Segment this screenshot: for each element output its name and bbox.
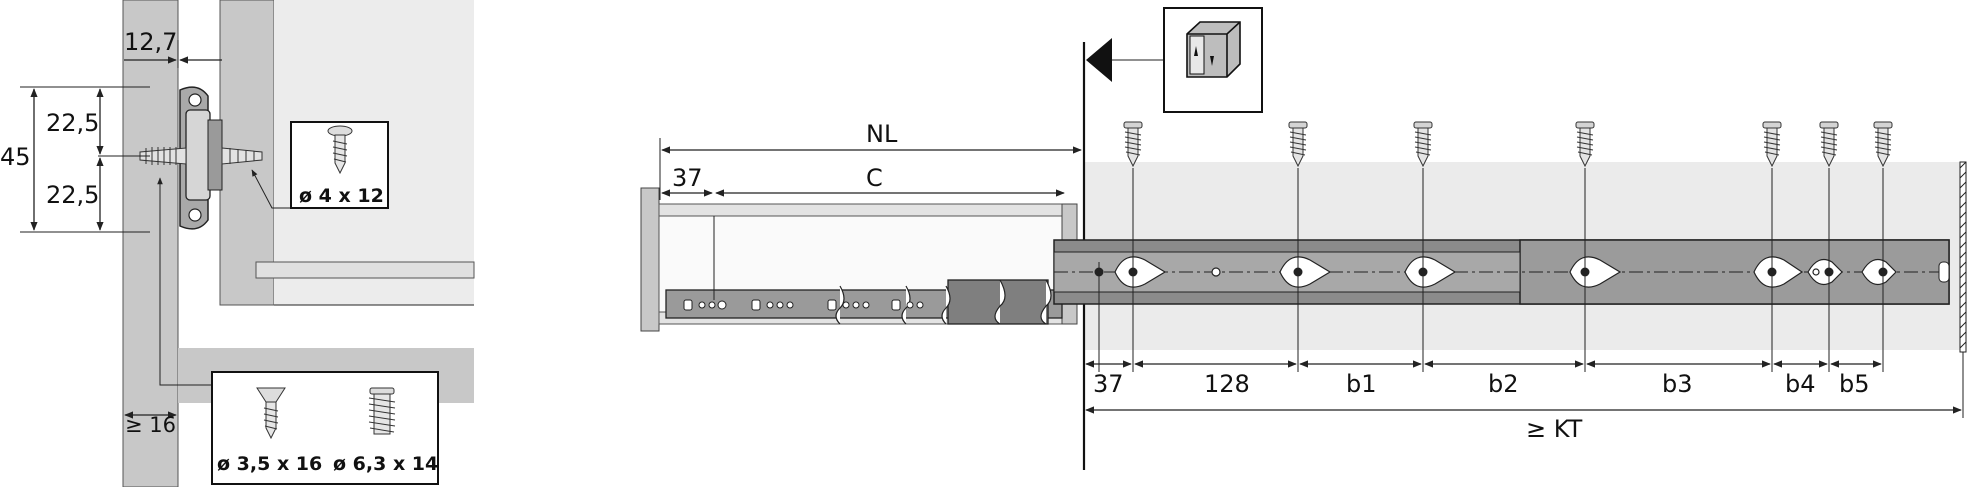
front-arrow-marker bbox=[1086, 38, 1112, 82]
slide-profile bbox=[179, 86, 223, 230]
dim-top-offset: 12,7 bbox=[124, 28, 177, 56]
screw-options-box: ø 3,5 x 16 ø 6,3 x 14 bbox=[211, 371, 439, 485]
euro-screw-icon bbox=[368, 387, 396, 435]
dim-cabinet-37: 37 bbox=[1093, 370, 1124, 398]
drawer-bottom-rail bbox=[255, 261, 475, 279]
dim-front-first: 37 bbox=[672, 164, 703, 192]
dim-c: C bbox=[866, 164, 883, 192]
cabinet-screws bbox=[1123, 121, 1893, 167]
drawer-member-view: NL 37 C bbox=[640, 120, 1082, 332]
dim-b1: b1 bbox=[1346, 370, 1377, 398]
countersunk-screw-icon bbox=[256, 387, 286, 440]
side-panel-outer bbox=[122, 0, 179, 487]
dim-b3: b3 bbox=[1662, 370, 1693, 398]
dim-min-panel: ≥ 16 bbox=[125, 413, 176, 437]
dim-cabinet-128: 128 bbox=[1204, 370, 1250, 398]
dim-total-height: 45 bbox=[0, 143, 31, 171]
screw-option-2: ø 6,3 x 14 bbox=[333, 453, 438, 475]
side-section-view: 12,7 45 22,5 22,5 ≥ 16 ø 4 x 12 bbox=[0, 0, 475, 487]
screw-callout-box: ø 4 x 12 bbox=[290, 121, 389, 209]
dim-b2: b2 bbox=[1488, 370, 1519, 398]
side-screw-right bbox=[221, 147, 263, 165]
dim-upper-half: 22,5 bbox=[46, 109, 99, 137]
cabinet-member-view: 37 128 b1 b2 b3 b4 b5 ≥ KT bbox=[1053, 7, 1967, 470]
dim-nl: NL bbox=[866, 120, 898, 148]
screw-callout-label: ø 4 x 12 bbox=[299, 185, 384, 207]
cabinet-box-icon bbox=[1163, 7, 1263, 113]
dim-b4: b4 bbox=[1785, 370, 1816, 398]
dim-kt: ≥ KT bbox=[1526, 415, 1583, 443]
dim-b5: b5 bbox=[1839, 370, 1870, 398]
screw-option-1: ø 3,5 x 16 bbox=[217, 453, 322, 475]
dim-lower-half: 22,5 bbox=[46, 181, 99, 209]
